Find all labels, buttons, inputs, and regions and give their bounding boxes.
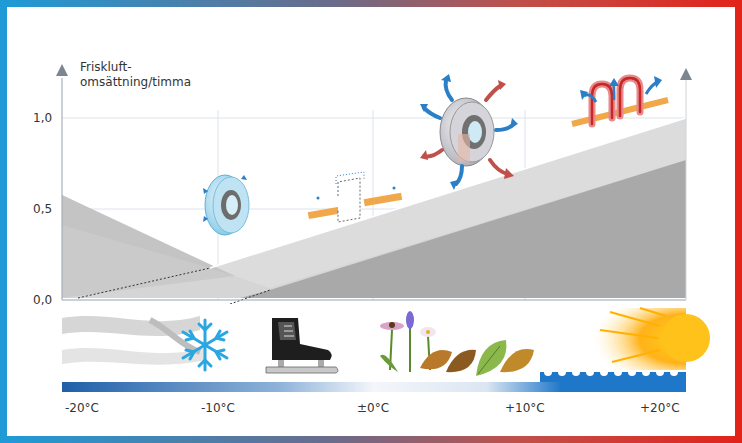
tick-label: 0,0 xyxy=(33,293,52,308)
tick-label: +10°C xyxy=(505,401,545,416)
tick-label: -20°C xyxy=(65,401,99,416)
axis-title: Friskluft- omsättning/timma xyxy=(80,60,205,90)
tick-label: ±0°C xyxy=(357,401,389,416)
tick-label: +20°C xyxy=(640,401,680,416)
tick-label: 1,0 xyxy=(33,111,52,126)
tick-label: 0,5 xyxy=(33,202,52,217)
tick-label: -10°C xyxy=(201,401,235,416)
